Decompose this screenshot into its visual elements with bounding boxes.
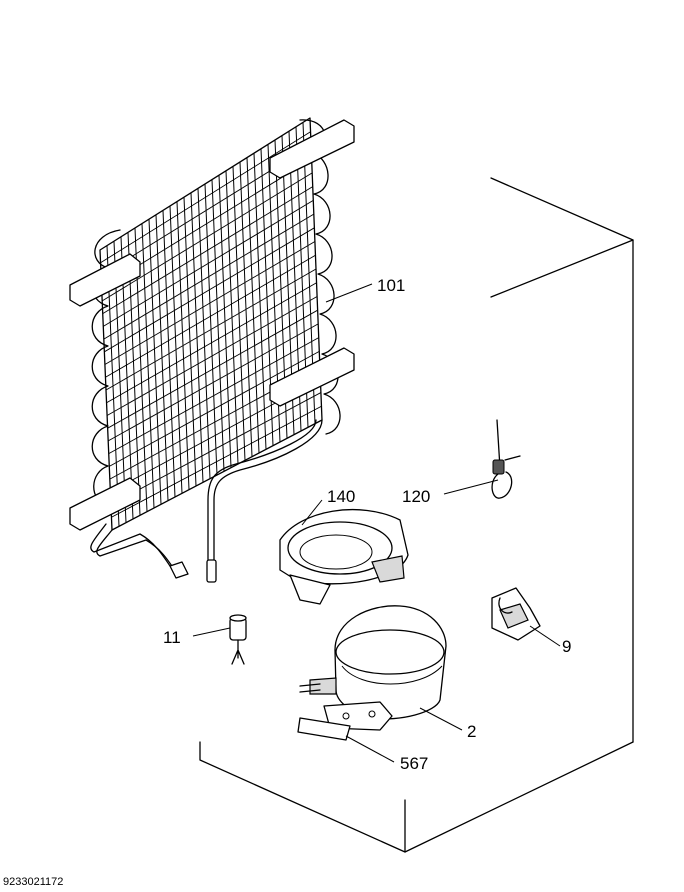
document-number: 9233021172 [3,876,63,888]
condenser [69,117,355,583]
label-120: 120 [402,487,430,506]
thermostat-sensor [491,419,521,499]
label-101: 101 [377,276,405,295]
label-140: 140 [327,487,355,506]
label-567: 567 [400,754,428,773]
leader-lines [192,283,561,763]
drip-tray [279,508,409,605]
label-9: 9 [562,637,571,656]
compressor [299,605,447,731]
label-11: 11 [163,628,181,647]
mounting-plate [297,717,351,741]
cabinet-outline [199,177,634,853]
drier-filter [229,614,247,665]
start-relay [491,587,541,641]
label-2: 2 [467,722,476,741]
